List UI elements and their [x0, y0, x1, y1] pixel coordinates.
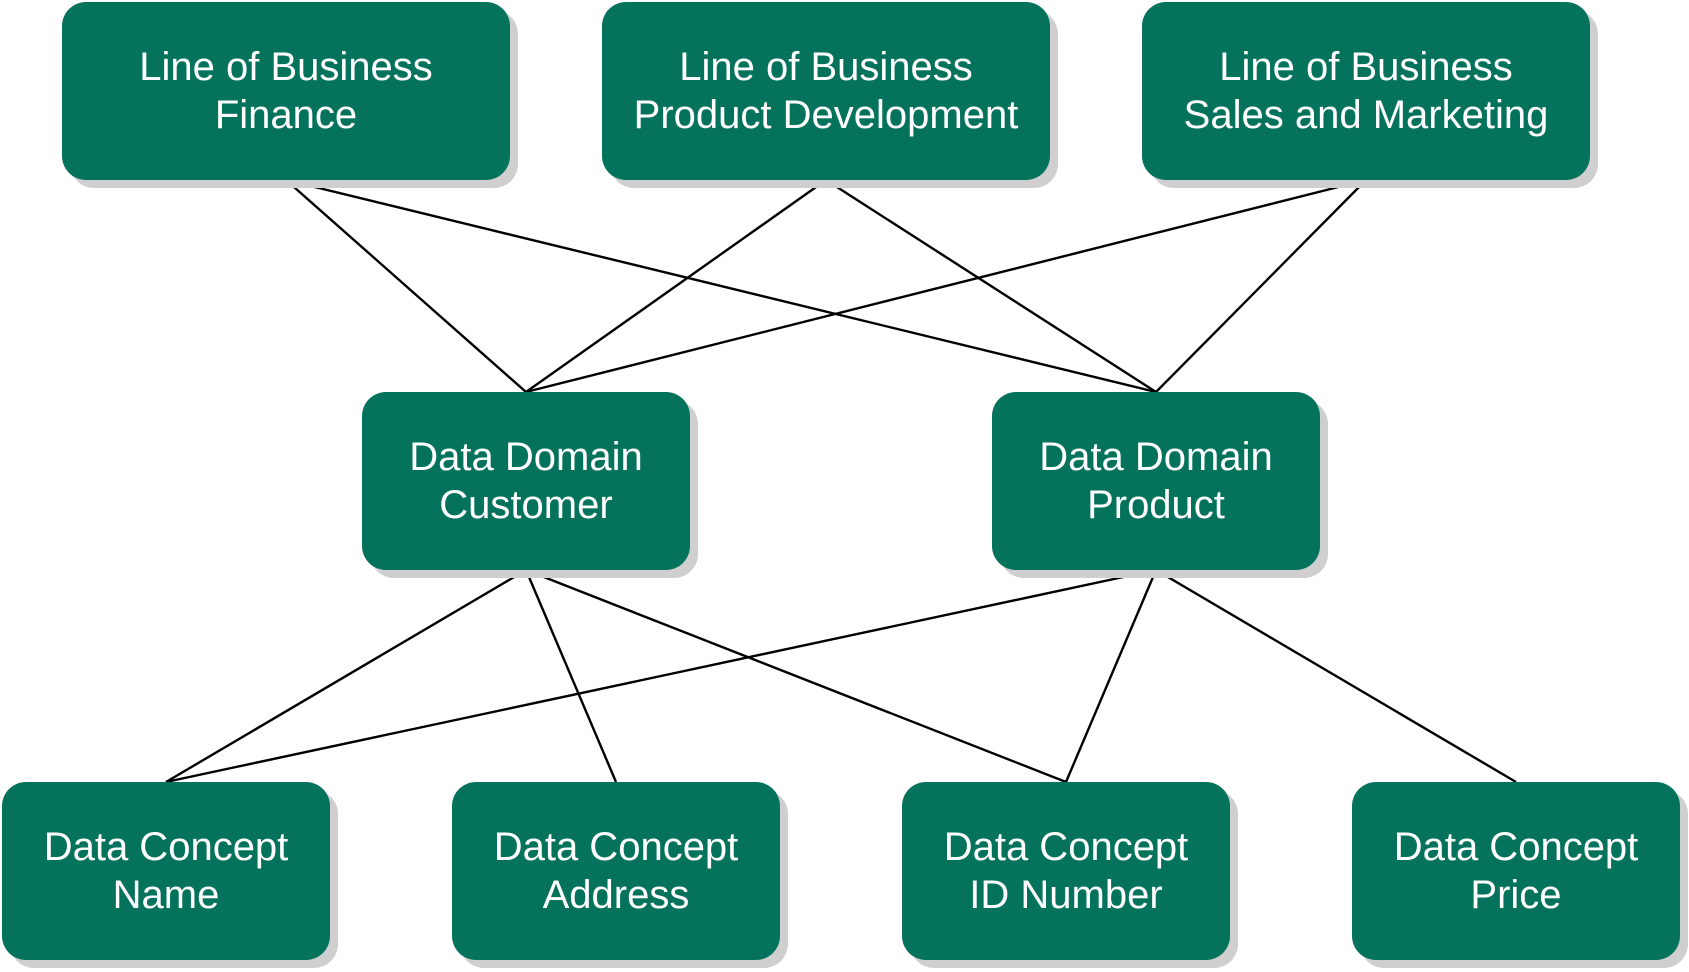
node-domain-customer-line1: Data Domain — [409, 435, 643, 479]
connector-domain-customer-to-concept-id-number — [525, 568, 1067, 784]
connector-domain-product-to-concept-name — [165, 568, 1157, 784]
node-lob-product-development-line2: Product Development — [633, 93, 1019, 137]
node-domain-customer-line2: Customer — [439, 483, 613, 527]
node-domain-product-line2: Product — [1087, 483, 1225, 527]
connector-lob-product-dev-to-domain-customer — [525, 179, 827, 393]
node-concept-name-line1: Data Concept — [43, 825, 289, 869]
node-concept-address-line1: Data Concept — [493, 825, 739, 869]
node-concept-price-line1: Data Concept — [1393, 825, 1639, 869]
connector-lob-product-dev-to-domain-product — [825, 178, 1157, 394]
node-domain-product: Data Domain Product — [992, 392, 1320, 570]
node-concept-address-line2: Address — [542, 873, 690, 917]
connector-domain-customer-to-concept-name — [165, 568, 527, 784]
node-domain-customer: Data Domain Customer — [362, 392, 690, 570]
node-concept-name-line2: Name — [112, 873, 220, 917]
node-lob-finance-line2: Finance — [214, 93, 358, 137]
node-lob-finance: Line of Business Finance — [62, 2, 510, 180]
node-domain-product-line1: Data Domain — [1039, 435, 1273, 479]
node-concept-address: Data Concept Address — [452, 782, 780, 960]
node-lob-product-development: Line of Business Product Development — [602, 2, 1050, 180]
node-concept-name: Data Concept Name — [2, 782, 330, 960]
connector-domain-customer-to-concept-address — [524, 569, 618, 783]
connector-lob-sales-marketing-to-domain-customer — [525, 178, 1367, 394]
node-lob-product-development-line1: Line of Business — [679, 45, 973, 89]
node-lob-sales-and-marketing: Line of Business Sales and Marketing — [1142, 2, 1590, 180]
connector-lob-sales-marketing-to-domain-product — [1155, 179, 1367, 393]
node-concept-price-line2: Price — [1470, 873, 1562, 917]
node-lob-finance-line1: Line of Business — [139, 45, 433, 89]
node-concept-id-number: Data Concept ID Number — [902, 782, 1230, 960]
connector-lob-finance-to-domain-product — [285, 178, 1157, 394]
node-concept-id-number-line2: ID Number — [969, 873, 1163, 917]
node-concept-id-number-line1: Data Concept — [943, 825, 1189, 869]
node-concept-price: Data Concept Price — [1352, 782, 1680, 960]
connector-domain-product-to-concept-id-number — [1064, 569, 1158, 783]
node-lob-sales-and-marketing-line2: Sales and Marketing — [1183, 93, 1549, 137]
node-lob-sales-and-marketing-line1: Line of Business — [1219, 45, 1513, 89]
connector-lob-finance-to-domain-customer — [285, 179, 527, 393]
connector-domain-product-to-concept-price — [1155, 568, 1517, 784]
